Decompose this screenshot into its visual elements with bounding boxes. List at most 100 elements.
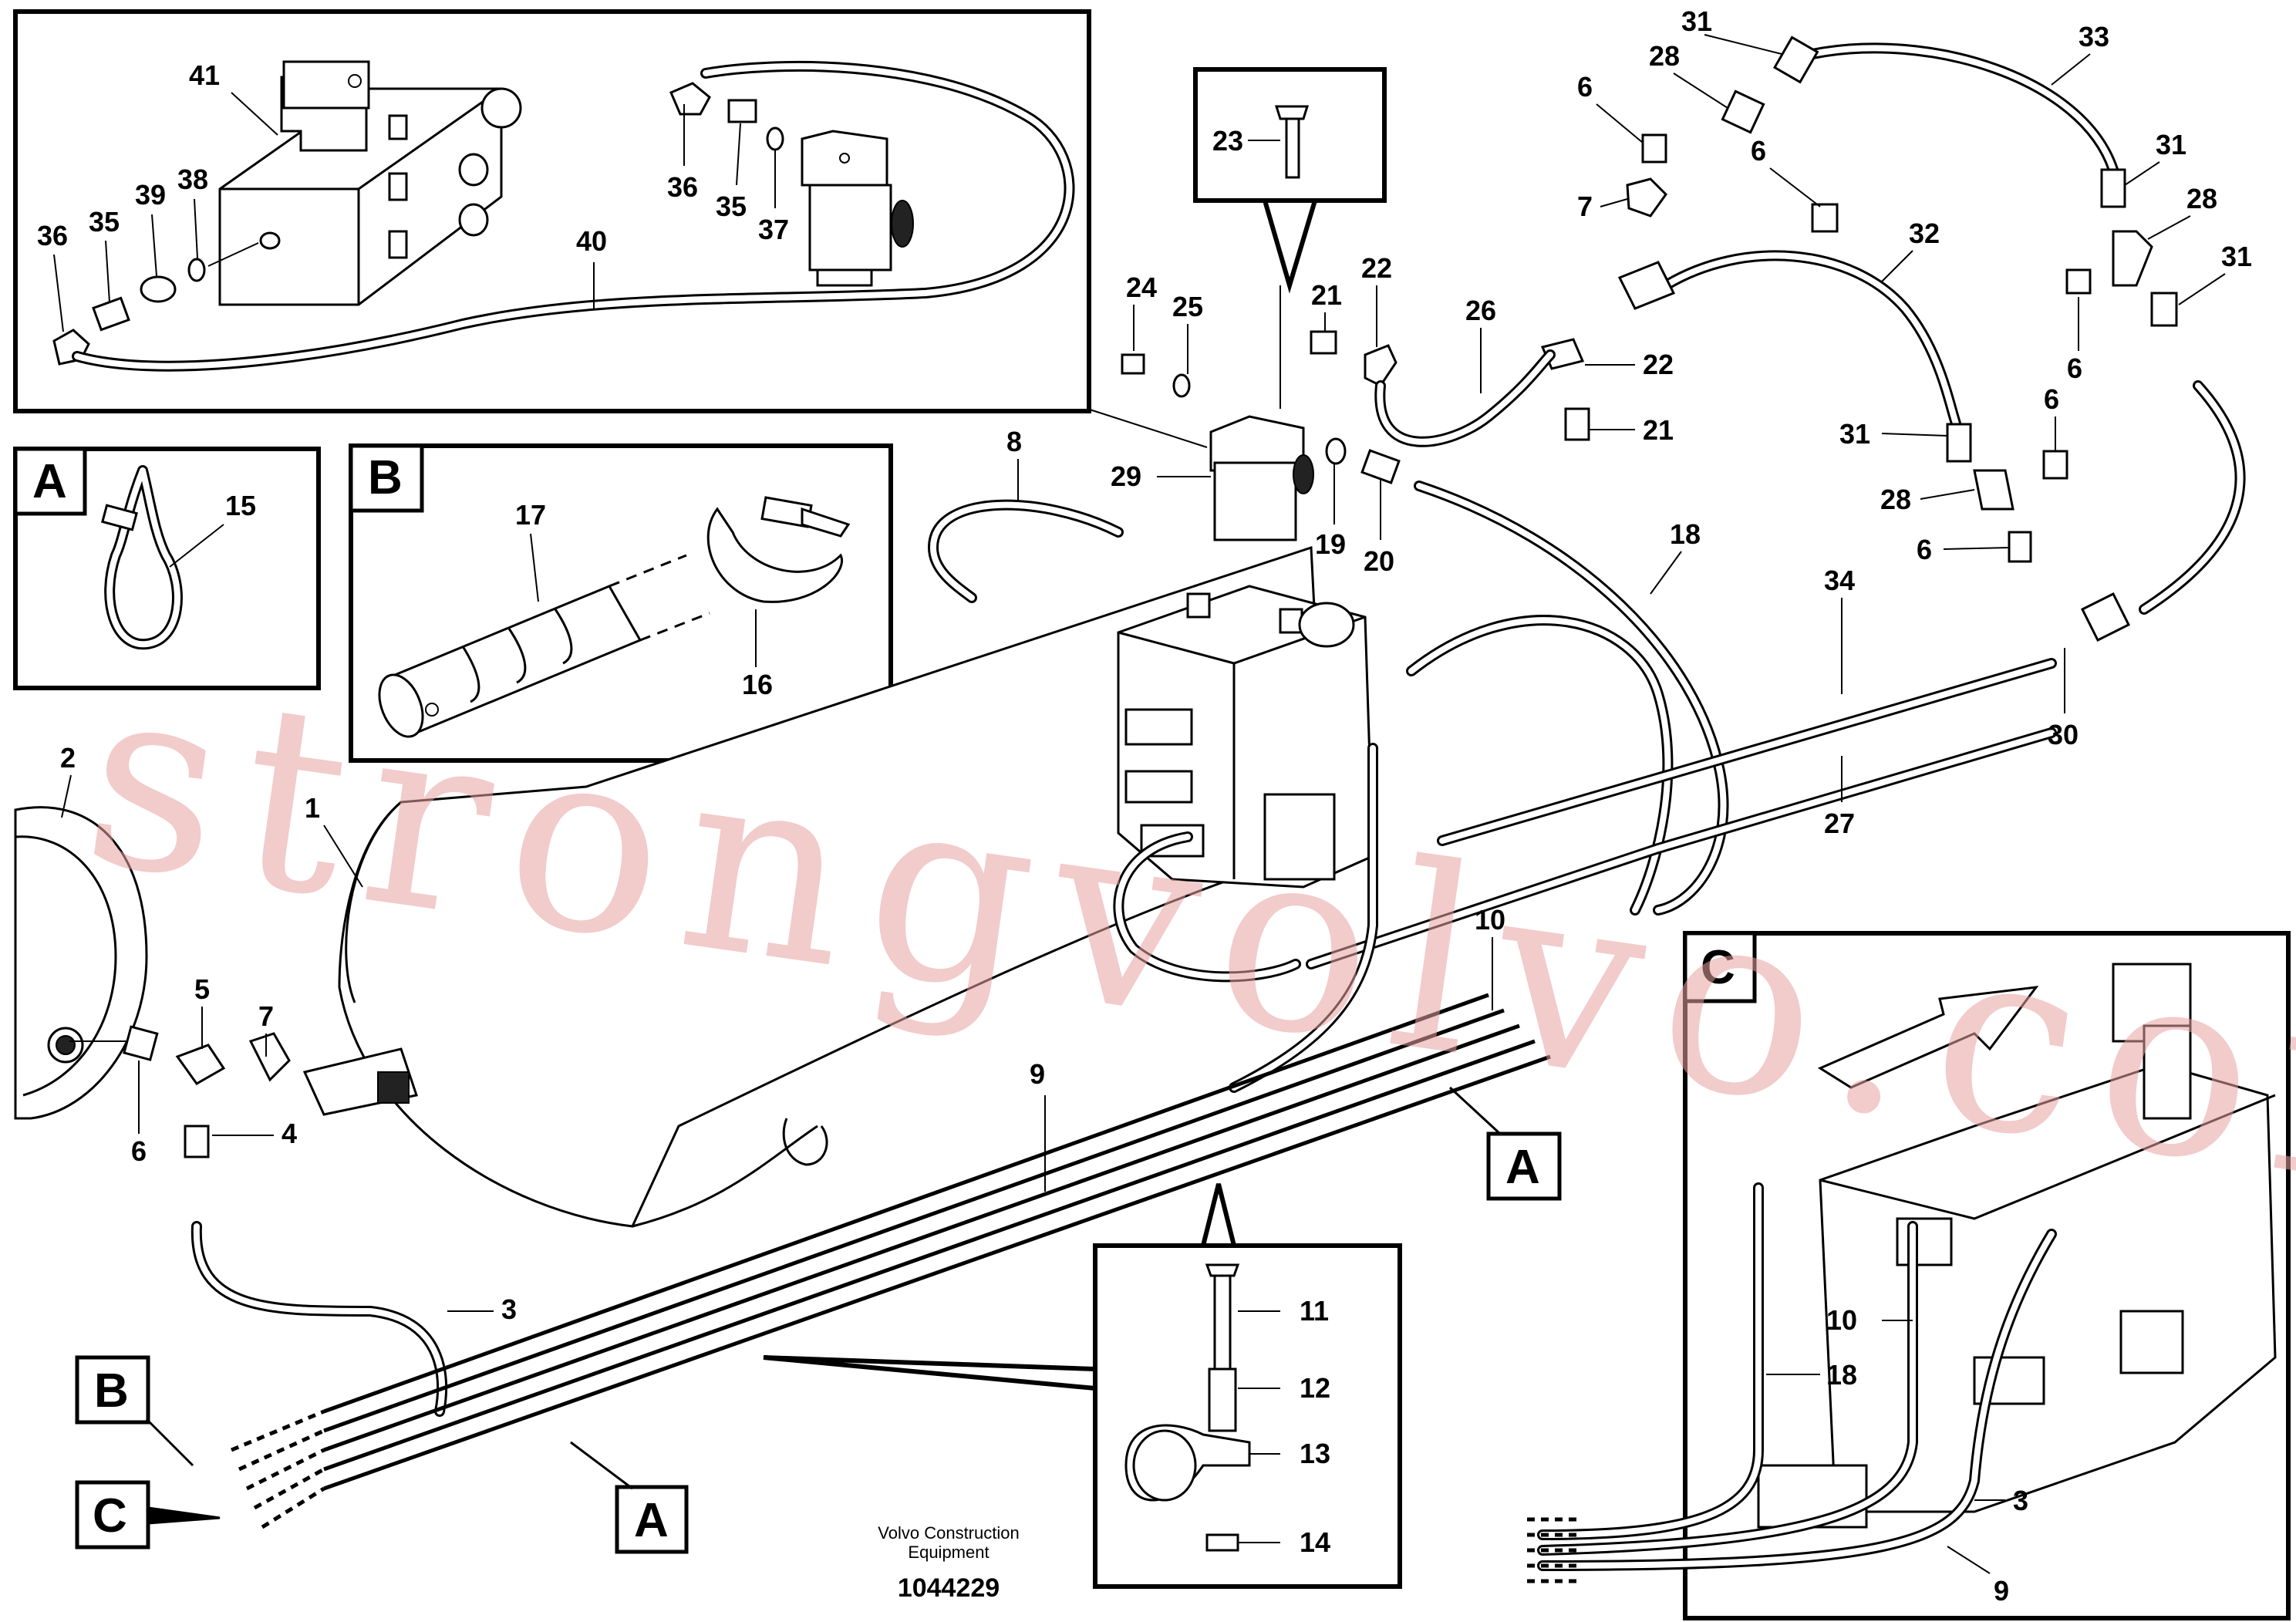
fitting-21-top [1310, 330, 1337, 355]
hoses [190, 42, 2246, 1417]
callout-40: 40 [576, 225, 607, 257]
fitting-35-right [727, 99, 757, 123]
callout-18-c: 18 [1826, 1359, 1857, 1391]
drawing-number: 1044229 [898, 1573, 1000, 1603]
ring-19 [1325, 437, 1347, 465]
callout-1: 1 [305, 792, 320, 824]
callout-36b: 36 [667, 171, 698, 203]
detail-box-solenoid: 41 36 35 39 38 40 36 35 37 [13, 9, 1091, 413]
ring-25 [1172, 373, 1191, 398]
callout-7b: 7 [1577, 191, 1593, 222]
callout-32: 32 [1909, 218, 1940, 249]
spacer-12 [1208, 1367, 1237, 1432]
callout-36: 36 [37, 220, 68, 251]
fittings-bottom-left [69, 1025, 418, 1158]
callout-25: 25 [1172, 291, 1203, 322]
callout-12: 12 [1300, 1372, 1330, 1404]
callout-38: 38 [177, 164, 208, 195]
callout-31c: 31 [2221, 241, 2252, 272]
callout-4: 4 [282, 1118, 297, 1149]
fittings-top-right [1617, 35, 2178, 642]
callout-28b: 28 [2186, 183, 2217, 214]
callout-2: 2 [60, 742, 76, 774]
ring-37 [766, 126, 784, 151]
fitting-24 [1121, 353, 1145, 375]
main-valve-assembly [1117, 585, 1374, 889]
callout-31a: 31 [1681, 5, 1712, 37]
callout-31b: 31 [2156, 129, 2186, 160]
callout-9: 9 [1030, 1058, 1045, 1090]
fitting-38 [187, 258, 206, 282]
callout-22: 22 [1361, 252, 1392, 284]
callout-6b: 6 [1577, 71, 1593, 103]
spiral-wrap-17 [378, 554, 710, 738]
callout-29: 29 [1111, 460, 1141, 492]
callout-23: 23 [1212, 125, 1243, 157]
detail-box-clamp: 11 12 13 14 [763, 1183, 1402, 1589]
callout-6f: 6 [1917, 534, 1932, 565]
cable-tie-15 [100, 465, 183, 650]
view-ref-b: B [75, 1355, 194, 1467]
solenoid-29 [1209, 415, 1314, 541]
callout-31d: 31 [1839, 418, 1870, 450]
callout-7: 7 [258, 1000, 274, 1032]
fitting-39 [140, 275, 177, 303]
callout-6d: 6 [2067, 352, 2082, 384]
box-a-letter: A [32, 455, 67, 508]
detail-box-bolt: 23 [1193, 67, 1387, 294]
callout-21b: 21 [1643, 414, 1674, 446]
valve-block-c [1757, 963, 2277, 1529]
callout-21: 21 [1311, 279, 1342, 311]
view-ref-c: C [75, 1480, 221, 1549]
nut-14 [1205, 1533, 1239, 1552]
callout-27: 27 [1824, 808, 1855, 839]
view-ref-a-mid: A [1448, 1086, 1562, 1201]
valve-block [218, 60, 522, 306]
fitting-35-left [92, 296, 130, 332]
callout-13: 13 [1300, 1438, 1330, 1469]
callout-22b: 22 [1643, 349, 1674, 380]
callout-3: 3 [501, 1293, 517, 1325]
clamp-13 [1124, 1424, 1251, 1502]
callout-5: 5 [194, 973, 210, 1005]
callout-11: 11 [1300, 1295, 1329, 1327]
callout-17: 17 [515, 499, 546, 531]
direction-arrow [1817, 986, 2039, 1089]
callout-3-c: 3 [2013, 1485, 2028, 1516]
hose-clip-16 [706, 496, 851, 603]
callout-24: 24 [1126, 271, 1157, 303]
callout-30: 30 [2048, 719, 2079, 750]
box-c-letter: C [1701, 941, 1735, 994]
callout-33: 33 [2079, 21, 2109, 52]
callout-26: 26 [1465, 295, 1496, 326]
svg-text:A: A [1505, 1141, 1540, 1194]
hose-bundle [231, 993, 1551, 1529]
callout-10-c: 10 [1826, 1304, 1857, 1336]
callout-15: 15 [225, 490, 256, 521]
detail-box-c: C 10 18 [1527, 931, 2291, 1620]
callout-8: 8 [1006, 426, 1022, 457]
callout-10: 10 [1475, 904, 1505, 936]
callout-18: 18 [1670, 518, 1701, 550]
callout-16: 16 [742, 669, 773, 700]
svg-text:A: A [634, 1494, 669, 1547]
fitting-21-right [1564, 407, 1590, 441]
elbow-22-top [1364, 344, 1397, 387]
callout-34: 34 [1824, 565, 1855, 596]
box-b-letter: B [368, 451, 403, 504]
callout-28a: 28 [1649, 40, 1680, 72]
callout-14: 14 [1300, 1526, 1330, 1558]
view-ref-a-bottom: A [570, 1441, 689, 1554]
company-line-2: Equipment [908, 1543, 989, 1562]
callout-35: 35 [89, 206, 120, 238]
svg-text:C: C [93, 1489, 127, 1543]
fitting-20 [1360, 449, 1401, 484]
fitting-36-right [669, 82, 711, 116]
callout-28c: 28 [1880, 484, 1911, 515]
callout-6e: 6 [2044, 383, 2059, 415]
solenoid-valve-top [801, 130, 914, 287]
callout-39: 39 [135, 179, 166, 211]
drawing-footer: Volvo Construction Equipment 1044229 [878, 1523, 1019, 1603]
leader-detail [1087, 408, 1208, 448]
hoses-c [1527, 1182, 2057, 1583]
